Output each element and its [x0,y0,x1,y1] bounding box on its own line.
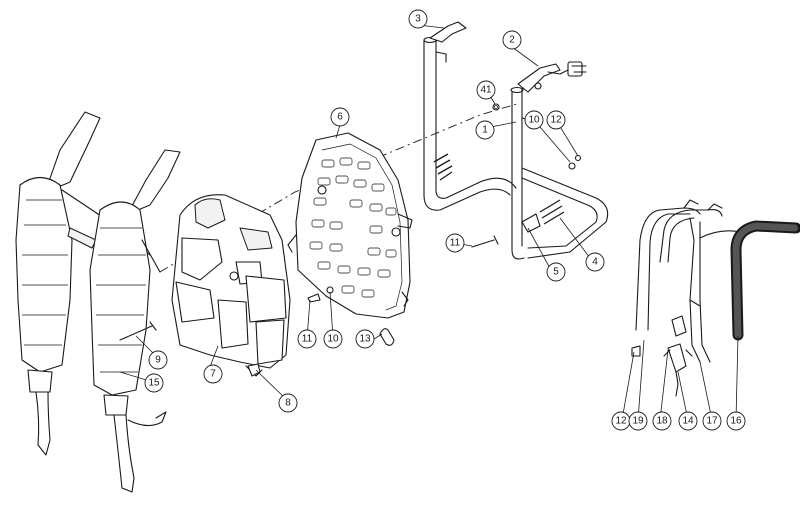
callout-8: 8 [278,393,298,413]
svg-text:8: 8 [285,398,291,409]
callout-19: 19 [628,411,648,431]
svg-text:16: 16 [730,416,742,427]
top-brackets [429,21,587,111]
svg-text:3: 3 [415,14,421,25]
svg-text:12: 12 [615,416,627,427]
svg-text:5: 5 [553,267,559,278]
callout-5: 5 [546,262,566,282]
plate-slots [309,157,397,298]
callout-1: 1 [475,120,495,140]
back-pad [171,194,291,377]
back-plate [287,132,413,319]
callout-11-left: 11 [297,329,317,349]
callout-41: 41 [476,80,496,100]
callout-13: 13 [355,329,375,349]
svg-text:41: 41 [480,85,492,96]
callout-2: 2 [502,30,522,50]
svg-text:10: 10 [327,334,339,345]
callout-7: 7 [203,364,223,384]
cable-assembly [631,199,741,397]
svg-text:14: 14 [682,416,694,427]
svg-text:13: 13 [359,334,371,345]
callout-12-cable: 12 [611,411,631,431]
callout-9: 9 [148,350,168,370]
svg-text:11: 11 [450,238,461,249]
svg-text:18: 18 [656,416,668,427]
strap-front [89,149,181,493]
svg-text:6: 6 [337,112,343,123]
callout-3: 3 [408,9,428,29]
hose [730,220,800,341]
callout-12-frame: 12 [546,110,566,130]
hardware [119,154,582,377]
svg-text:4: 4 [592,257,598,268]
svg-text:1: 1 [482,125,488,136]
callout-10-right: 10 [524,110,544,130]
callout-6: 6 [330,107,350,127]
callout-18: 18 [652,411,672,431]
callout-14: 14 [678,411,698,431]
svg-text:2: 2 [509,35,515,46]
svg-text:17: 17 [706,416,718,427]
svg-text:12: 12 [550,115,562,126]
svg-text:15: 15 [148,378,160,389]
svg-text:9: 9 [155,355,161,366]
strap-rear [15,111,151,456]
callout-17: 17 [702,411,722,431]
svg-text:10: 10 [528,115,540,126]
callout-4: 4 [585,252,605,272]
svg-text:19: 19 [632,416,644,427]
frame-tube [423,35,609,260]
frame-springs [433,153,565,233]
callout-10-left: 10 [323,329,343,349]
svg-text:7: 7 [210,369,216,380]
callout-11-right: 11 [445,233,465,253]
callout-15: 15 [144,373,164,393]
callout-16: 16 [726,411,746,431]
svg-text:11: 11 [302,334,313,345]
